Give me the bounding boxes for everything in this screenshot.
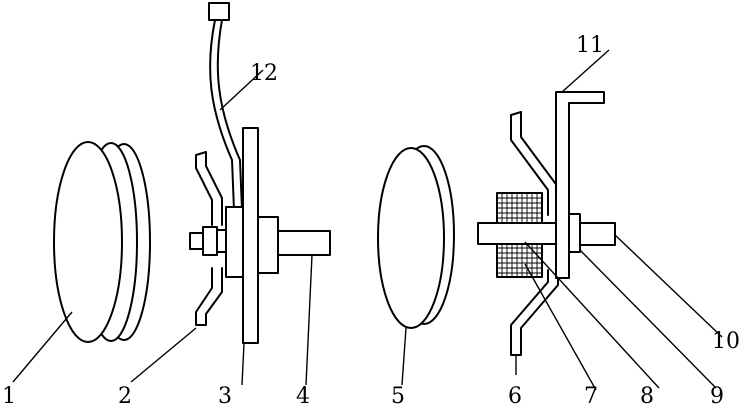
label-5: 5 (391, 384, 405, 409)
label-6: 6 (508, 384, 522, 409)
part-10-bolt (477, 213, 616, 253)
label-11: 11 (576, 33, 604, 58)
label-10: 10 (712, 329, 740, 354)
label-3: 3 (218, 384, 232, 409)
label-12: 12 (250, 61, 278, 86)
part-3-plate (242, 127, 259, 344)
label-7: 7 (584, 384, 598, 409)
part-4-bolt (189, 206, 331, 278)
part-5-disc (377, 145, 455, 329)
part-1-grooved-disc (53, 141, 151, 343)
part-2-bent-bracket (195, 151, 223, 326)
label-2: 2 (118, 384, 132, 409)
label-1: 1 (2, 384, 16, 409)
part-labels: 1 2 3 4 5 6 7 8 9 10 11 12 (2, 33, 740, 409)
part-12-wire-terminal (208, 2, 243, 211)
leader-lines (12, 49, 723, 391)
label-4: 4 (296, 384, 310, 409)
label-8: 8 (640, 384, 654, 409)
label-9: 9 (710, 384, 724, 409)
